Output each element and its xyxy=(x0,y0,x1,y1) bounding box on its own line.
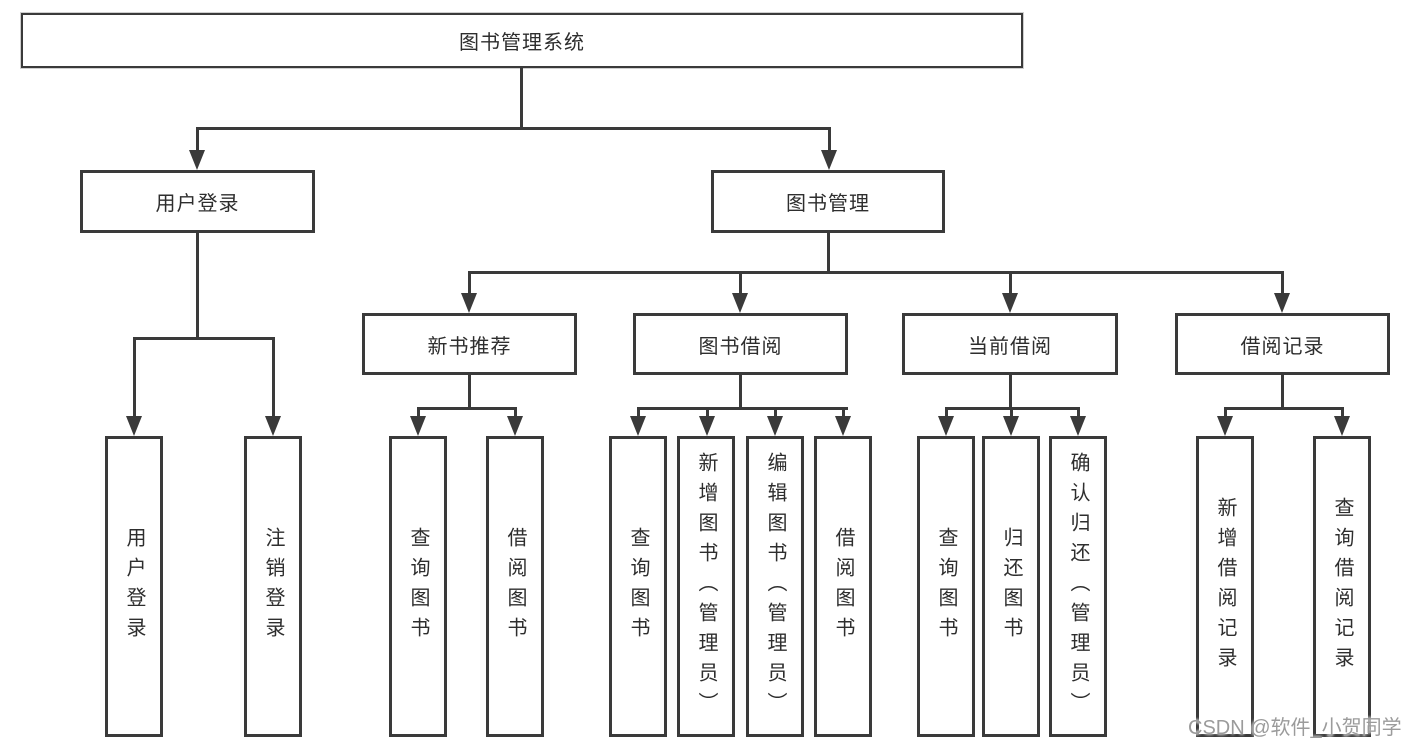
leaf-return-books: 归还图书 xyxy=(982,436,1040,737)
connector-leaf-stem xyxy=(774,407,777,418)
connector-leaf-stem xyxy=(637,407,640,418)
leaf-query-borrow-record-label: 查询借阅记录 xyxy=(1331,496,1353,677)
leaf-query-books-borrowing: 查询图书 xyxy=(609,436,667,737)
leaf-logout-label: 注销登录 xyxy=(262,526,284,647)
connector-leaf-stem xyxy=(1010,407,1013,418)
node-book-borrowing: 图书借阅 xyxy=(633,313,848,375)
leaf-add-book-admin: 新增图书（管理员） xyxy=(677,436,735,737)
arrow-down-icon xyxy=(507,416,523,436)
connector-leaf-stem xyxy=(842,407,845,418)
arrow-down-icon xyxy=(126,416,142,436)
node-borrowing-records-label: 借阅记录 xyxy=(1240,335,1325,358)
leaf-query-books-recommend-label: 查询图书 xyxy=(407,526,429,647)
connector-leaf-stem xyxy=(1224,407,1227,418)
connector-to-book-borrowing xyxy=(739,271,742,295)
arrow-down-icon xyxy=(265,416,281,436)
leaf-add-borrow-record-label: 新增借阅记录 xyxy=(1214,496,1236,677)
connector-to-user-login xyxy=(196,127,199,152)
connector-book-management-stem xyxy=(827,233,830,271)
leaf-borrow-books-borrowing-label: 借阅图书 xyxy=(832,526,854,647)
node-book-management-label: 图书管理 xyxy=(786,193,870,215)
arrow-down-icon xyxy=(410,416,426,436)
leaf-query-books-current-label: 查询图书 xyxy=(935,526,957,647)
leaf-borrow-books-recommend-label: 借阅图书 xyxy=(504,526,526,647)
leaf-query-borrow-record: 查询借阅记录 xyxy=(1313,436,1371,737)
connector-leaf-stem xyxy=(945,407,948,418)
node-root-library-system: 图书管理系统 xyxy=(21,13,1023,68)
connector-to-current-borrowing xyxy=(1009,271,1012,295)
leaf-return-books-label: 归还图书 xyxy=(1000,526,1022,647)
arrow-down-icon xyxy=(699,416,715,436)
csdn-watermark: CSDN @软件_小贺同学 xyxy=(1188,717,1402,739)
leaf-user-login-label: 用户登录 xyxy=(123,526,145,647)
arrow-down-icon xyxy=(835,416,851,436)
connector-book-borrowing-stem xyxy=(739,375,742,407)
connector-leaf-stem xyxy=(514,407,517,418)
arrow-down-icon xyxy=(1334,416,1350,436)
leaf-confirm-return-admin: 确认归还（管理员） xyxy=(1049,436,1107,737)
arrow-down-icon xyxy=(1217,416,1233,436)
leaf-query-books-recommend: 查询图书 xyxy=(389,436,447,737)
connector-to-leaf-logout xyxy=(272,337,275,418)
connector-leaf-stem xyxy=(1341,407,1344,418)
arrow-down-icon xyxy=(1002,293,1018,313)
connector-borrowing-records-bus xyxy=(1224,407,1343,410)
node-borrowing-records: 借阅记录 xyxy=(1175,313,1390,375)
node-current-borrowing: 当前借阅 xyxy=(902,313,1118,375)
node-root-label: 图书管理系统 xyxy=(459,32,585,54)
connector-borrowing-records-stem xyxy=(1281,375,1284,407)
arrow-down-icon xyxy=(938,416,954,436)
connector-current-borrowing-stem xyxy=(1009,375,1012,407)
leaf-logout: 注销登录 xyxy=(244,436,302,737)
connector-to-book-management xyxy=(828,127,831,152)
arrow-down-icon xyxy=(1274,293,1290,313)
connector-level2-bus xyxy=(196,127,831,130)
node-book-management: 图书管理 xyxy=(711,170,945,233)
leaf-borrow-books-recommend: 借阅图书 xyxy=(486,436,544,737)
arrow-down-icon xyxy=(1070,416,1086,436)
connector-book-borrowing-bus xyxy=(637,407,848,410)
connector-user-login-bus xyxy=(133,337,274,340)
leaf-borrow-books-borrowing: 借阅图书 xyxy=(814,436,872,737)
arrow-down-icon xyxy=(821,150,837,170)
node-new-book-recommendation: 新书推荐 xyxy=(362,313,577,375)
leaf-user-login: 用户登录 xyxy=(105,436,163,737)
leaf-add-book-admin-label: 新增图书（管理员） xyxy=(695,451,717,722)
connector-leaf-stem xyxy=(706,407,709,418)
connector-to-new-book-recommendation xyxy=(468,271,471,295)
arrow-down-icon xyxy=(189,150,205,170)
connector-leaf-stem xyxy=(1077,407,1080,418)
leaf-add-borrow-record: 新增借阅记录 xyxy=(1196,436,1254,737)
leaf-edit-book-admin-label: 编辑图书（管理员） xyxy=(764,451,786,722)
node-current-borrowing-label: 当前借阅 xyxy=(968,335,1052,358)
connector-leaf-stem xyxy=(417,407,420,418)
node-new-book-recommendation-label: 新书推荐 xyxy=(427,335,512,358)
node-book-borrowing-label: 图书借阅 xyxy=(698,335,783,358)
connector-user-login-stem xyxy=(196,233,199,337)
node-user-login-label: 用户登录 xyxy=(155,193,240,215)
leaf-query-books-borrowing-label: 查询图书 xyxy=(627,526,649,647)
connector-to-leaf-user-login xyxy=(133,337,136,418)
arrow-down-icon xyxy=(461,293,477,313)
leaf-edit-book-admin: 编辑图书（管理员） xyxy=(746,436,804,737)
leaf-confirm-return-admin-label: 确认归还（管理员） xyxy=(1067,451,1089,722)
node-user-login: 用户登录 xyxy=(80,170,315,233)
arrow-down-icon xyxy=(1003,416,1019,436)
arrow-down-icon xyxy=(630,416,646,436)
connector-level3-bus xyxy=(468,271,1283,274)
connector-to-borrowing-records xyxy=(1281,271,1284,295)
arrow-down-icon xyxy=(732,293,748,313)
arrow-down-icon xyxy=(767,416,783,436)
connector-new-book-recommendation-bus xyxy=(417,407,516,410)
connector-root-stem xyxy=(520,68,523,127)
leaf-query-books-current: 查询图书 xyxy=(917,436,975,737)
connector-new-book-recommendation-stem xyxy=(468,375,471,407)
